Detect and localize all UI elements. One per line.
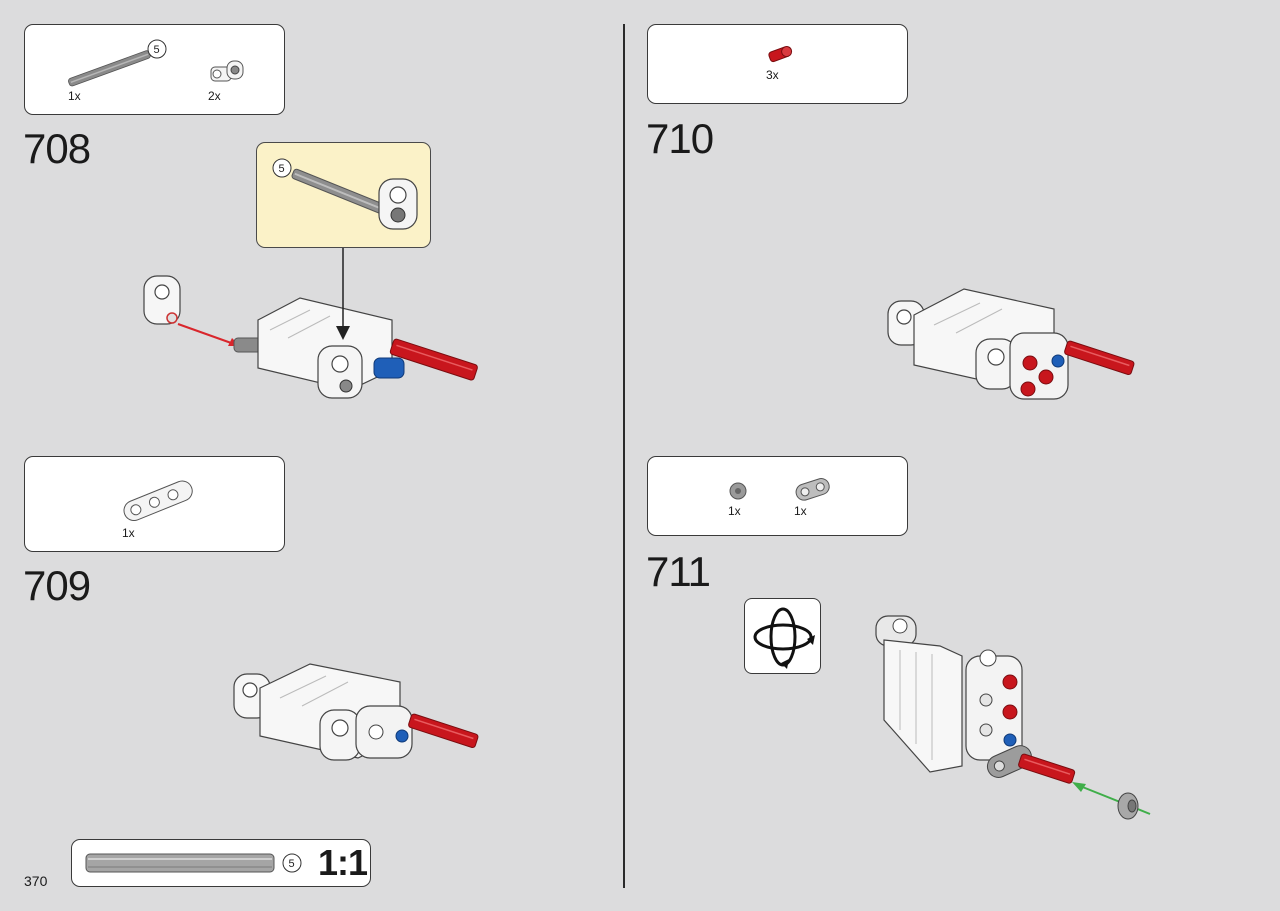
part-qty: 1x	[794, 504, 807, 518]
axle-5-gray-icon: 5	[68, 39, 167, 87]
model-711-illustration	[875, 615, 1151, 820]
part-qty: 1x	[728, 504, 741, 518]
part-qty: 1x	[68, 89, 81, 103]
parts-list-709: 1x	[24, 456, 285, 552]
parts-list-708: 5 1x 2x	[24, 24, 285, 115]
sub-assembly-callout: 5	[256, 142, 431, 248]
callout-axle-connector-icon: 5	[272, 158, 418, 230]
model-708-illustration	[143, 248, 478, 399]
axle-pin-red-icon	[768, 46, 793, 63]
rotate-model-icon	[744, 598, 821, 674]
step-number-711: 711	[646, 548, 711, 595]
beam-2-gray-icon	[795, 478, 830, 501]
part-qty: 1x	[122, 526, 135, 540]
part-qty: 2x	[208, 89, 221, 103]
beam-3-white-icon	[123, 480, 193, 522]
axle-pin-connector-icon	[210, 60, 244, 82]
parts-list-710: 3x	[647, 24, 908, 104]
part-qty: 3x	[766, 68, 779, 82]
page-divider	[623, 24, 625, 888]
scale-axle-length: 5	[289, 858, 295, 870]
rotate-arrows-icon	[753, 607, 815, 669]
step-number-710: 710	[646, 115, 714, 162]
model-710-illustration	[887, 288, 1135, 400]
axle-length-label: 5	[154, 44, 160, 56]
axle-scale-icon: 5	[85, 853, 302, 873]
page-number: 370	[24, 873, 48, 889]
step-number-709: 709	[23, 562, 91, 609]
callout-axle-length: 5	[279, 163, 285, 175]
scale-reference-box: 5	[71, 839, 371, 887]
model-709-illustration	[233, 663, 479, 761]
bush-gray-icon	[729, 482, 747, 500]
parts-list-711: 1x 1x	[647, 456, 908, 536]
step-number-708: 708	[23, 125, 91, 172]
scale-ratio-label: 1:1	[318, 842, 368, 883]
